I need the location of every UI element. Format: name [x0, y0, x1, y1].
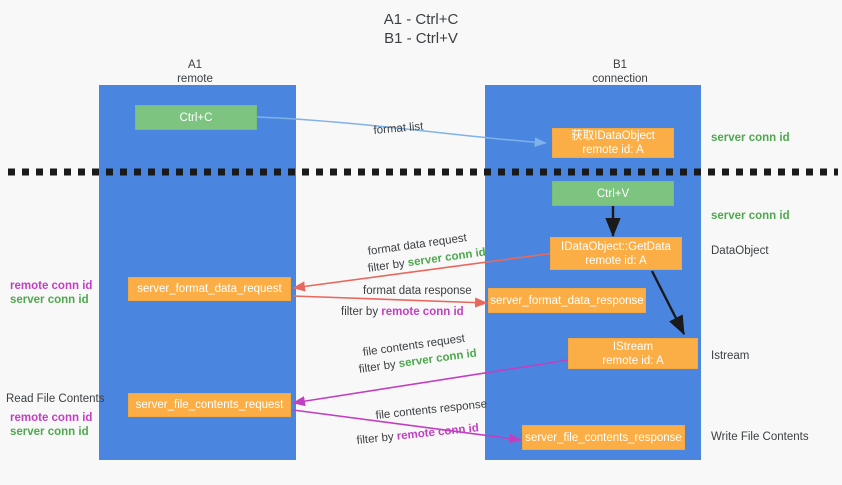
node-getdata-line2: remote id: A [585, 254, 647, 267]
node-server-file-contents-response-label: server_file_contents_response [525, 431, 682, 444]
node-get-idataobject[interactable]: 获取IDataObject remote id: A [552, 128, 674, 158]
left-label-server-conn-id-1: server conn id [10, 293, 89, 308]
filter-by-prefix: filter by [367, 257, 409, 275]
column-b1-name: B1 [612, 59, 628, 71]
edge-filter-file-contents-response: filter by remote conn id [356, 421, 480, 449]
edge-label-format-data-response: format data response [363, 284, 472, 299]
left-label-server-conn-id-2-text: server conn id [10, 426, 89, 438]
left-label-remote-conn-id-2-text: remote conn id [10, 412, 93, 424]
node-istream[interactable]: IStream remote id: A [568, 338, 698, 369]
right-label-server-conn-id-top: server conn id [711, 131, 790, 146]
right-label-istream: Istream [711, 349, 749, 364]
node-server-format-data-response[interactable]: server_format_data_response [488, 288, 646, 313]
edge-label-file-contents-response-text: file contents response [375, 398, 488, 422]
edge-filter-format-data-response: filter by remote conn id [341, 305, 464, 320]
filter-by-prefix: filter by [341, 306, 382, 318]
column-a1-name: A1 [187, 59, 203, 71]
right-label-dataobject-text: DataObject [711, 245, 769, 257]
node-server-format-data-request[interactable]: server_format_data_request [128, 277, 291, 301]
column-header-b1: B1 connection [545, 58, 695, 86]
edge-label-format-list-text: format list [373, 120, 424, 137]
right-label-server-conn-id-top-text: server conn id [711, 132, 790, 144]
edge-label-file-contents-response: file contents response [375, 397, 488, 424]
node-ctrl-c[interactable]: Ctrl+C [135, 105, 257, 130]
page-title: A1 - Ctrl+C B1 - Ctrl+V [0, 10, 842, 48]
column-a1-sub: remote [177, 73, 213, 85]
left-label-remote-conn-id-1-text: remote conn id [10, 280, 93, 292]
right-label-dataobject: DataObject [711, 244, 769, 259]
node-ctrl-v-label: Ctrl+V [596, 187, 630, 200]
right-label-write-file-contents-text: Write File Contents [711, 431, 809, 443]
node-get-idataobject-line2: remote id: A [582, 144, 644, 156]
edge-label-format-list: format list [373, 120, 424, 139]
node-getdata-line1: IDataObject::GetData [561, 240, 671, 253]
left-label-remote-conn-id-1: remote conn id [10, 279, 92, 294]
edge-label-format-data-response-text: format data response [363, 285, 472, 297]
column-b1-sub: connection [592, 73, 648, 85]
node-istream-line1: IStream [612, 340, 654, 353]
remote-conn-id-token: remote conn id [396, 422, 480, 443]
right-label-istream-text: Istream [711, 350, 750, 362]
left-label-read-file-contents-text: Read File Contents [6, 393, 105, 405]
left-label-remote-conn-id-2: remote conn id [10, 411, 92, 426]
node-server-file-contents-request[interactable]: server_file_contents_request [128, 393, 291, 417]
node-ctrl-c-label: Ctrl+C [179, 111, 213, 124]
node-istream-line2: remote id: A [602, 354, 664, 367]
filter-by-prefix: filter by [358, 358, 400, 376]
filter-by-prefix: filter by [356, 430, 398, 447]
node-server-file-contents-request-label: server_file_contents_request [135, 399, 284, 411]
title-line-1: A1 - Ctrl+C [383, 11, 459, 28]
right-label-server-conn-id-mid: server conn id [711, 209, 790, 224]
right-label-write-file-contents: Write File Contents [711, 430, 809, 445]
title-line-2: B1 - Ctrl+V [384, 30, 458, 47]
remote-conn-id-token: remote conn id [381, 306, 464, 318]
right-label-server-conn-id-mid-text: server conn id [711, 210, 790, 222]
left-label-server-conn-id-1-text: server conn id [10, 294, 89, 306]
node-ctrl-v[interactable]: Ctrl+V [552, 181, 674, 206]
node-server-file-contents-response[interactable]: server_file_contents_response [522, 425, 685, 450]
left-label-read-file-contents: Read File Contents [6, 392, 104, 407]
column-header-a1: A1 remote [120, 58, 270, 86]
left-label-server-conn-id-2: server conn id [10, 425, 89, 440]
node-server-format-data-response-label: server_format_data_response [490, 294, 644, 307]
node-idataobject-getdata[interactable]: IDataObject::GetData remote id: A [550, 237, 682, 270]
node-server-format-data-request-label: server_format_data_request [137, 283, 282, 295]
node-get-idataobject-line1: 获取IDataObject [571, 130, 655, 142]
